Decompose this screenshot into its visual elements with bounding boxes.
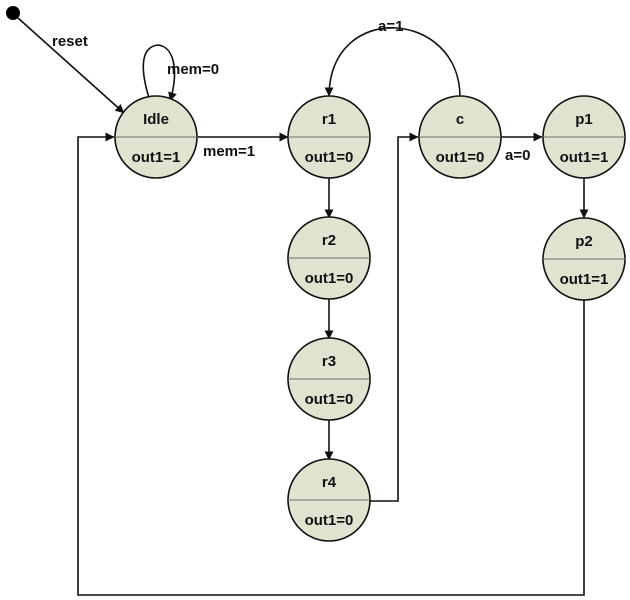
state-p2: p2 out1=1	[542, 217, 626, 301]
state-c: c out1=0	[418, 95, 502, 179]
state-idle-output: out1=1	[132, 149, 181, 166]
state-r2-name: r2	[322, 232, 336, 249]
state-p1: p1 out1=1	[542, 95, 626, 179]
state-p2-name: p2	[575, 233, 593, 250]
state-c-output: out1=0	[436, 149, 485, 166]
state-r1: r1 out1=0	[287, 95, 371, 179]
state-r3-output: out1=0	[305, 391, 354, 408]
reset-label: reset	[52, 33, 88, 50]
state-p1-output: out1=1	[560, 149, 609, 166]
c-to-r1-arc	[324, 27, 461, 98]
state-r2: r2 out1=0	[287, 216, 371, 300]
idle-to-r1-label: mem=1	[203, 143, 255, 160]
state-c-name: c	[456, 111, 464, 128]
r4-to-c-arrow	[370, 132, 419, 502]
state-r3: r3 out1=0	[287, 337, 371, 421]
c-to-p1-label: a=0	[505, 147, 530, 164]
state-r3-name: r3	[322, 353, 336, 370]
c-to-r1-label: a=1	[378, 18, 403, 35]
reset-dot	[6, 6, 20, 20]
state-r4-output: out1=0	[305, 512, 354, 529]
state-r4-name: r4	[322, 474, 337, 491]
state-idle: Idle out1=1	[114, 95, 198, 179]
state-p1-name: p1	[575, 111, 593, 128]
state-r4: r4 out1=0	[287, 458, 371, 542]
state-r1-name: r1	[322, 111, 336, 128]
state-r1-output: out1=0	[305, 149, 354, 166]
idle-self-loop-label: mem=0	[167, 61, 219, 78]
reset-arrow	[17, 17, 125, 114]
state-idle-name: Idle	[143, 111, 169, 128]
p2-to-idle-arrow	[77, 132, 585, 596]
state-p2-output: out1=1	[560, 271, 609, 288]
state-r2-output: out1=0	[305, 270, 354, 287]
idle-self-loop	[142, 44, 177, 102]
